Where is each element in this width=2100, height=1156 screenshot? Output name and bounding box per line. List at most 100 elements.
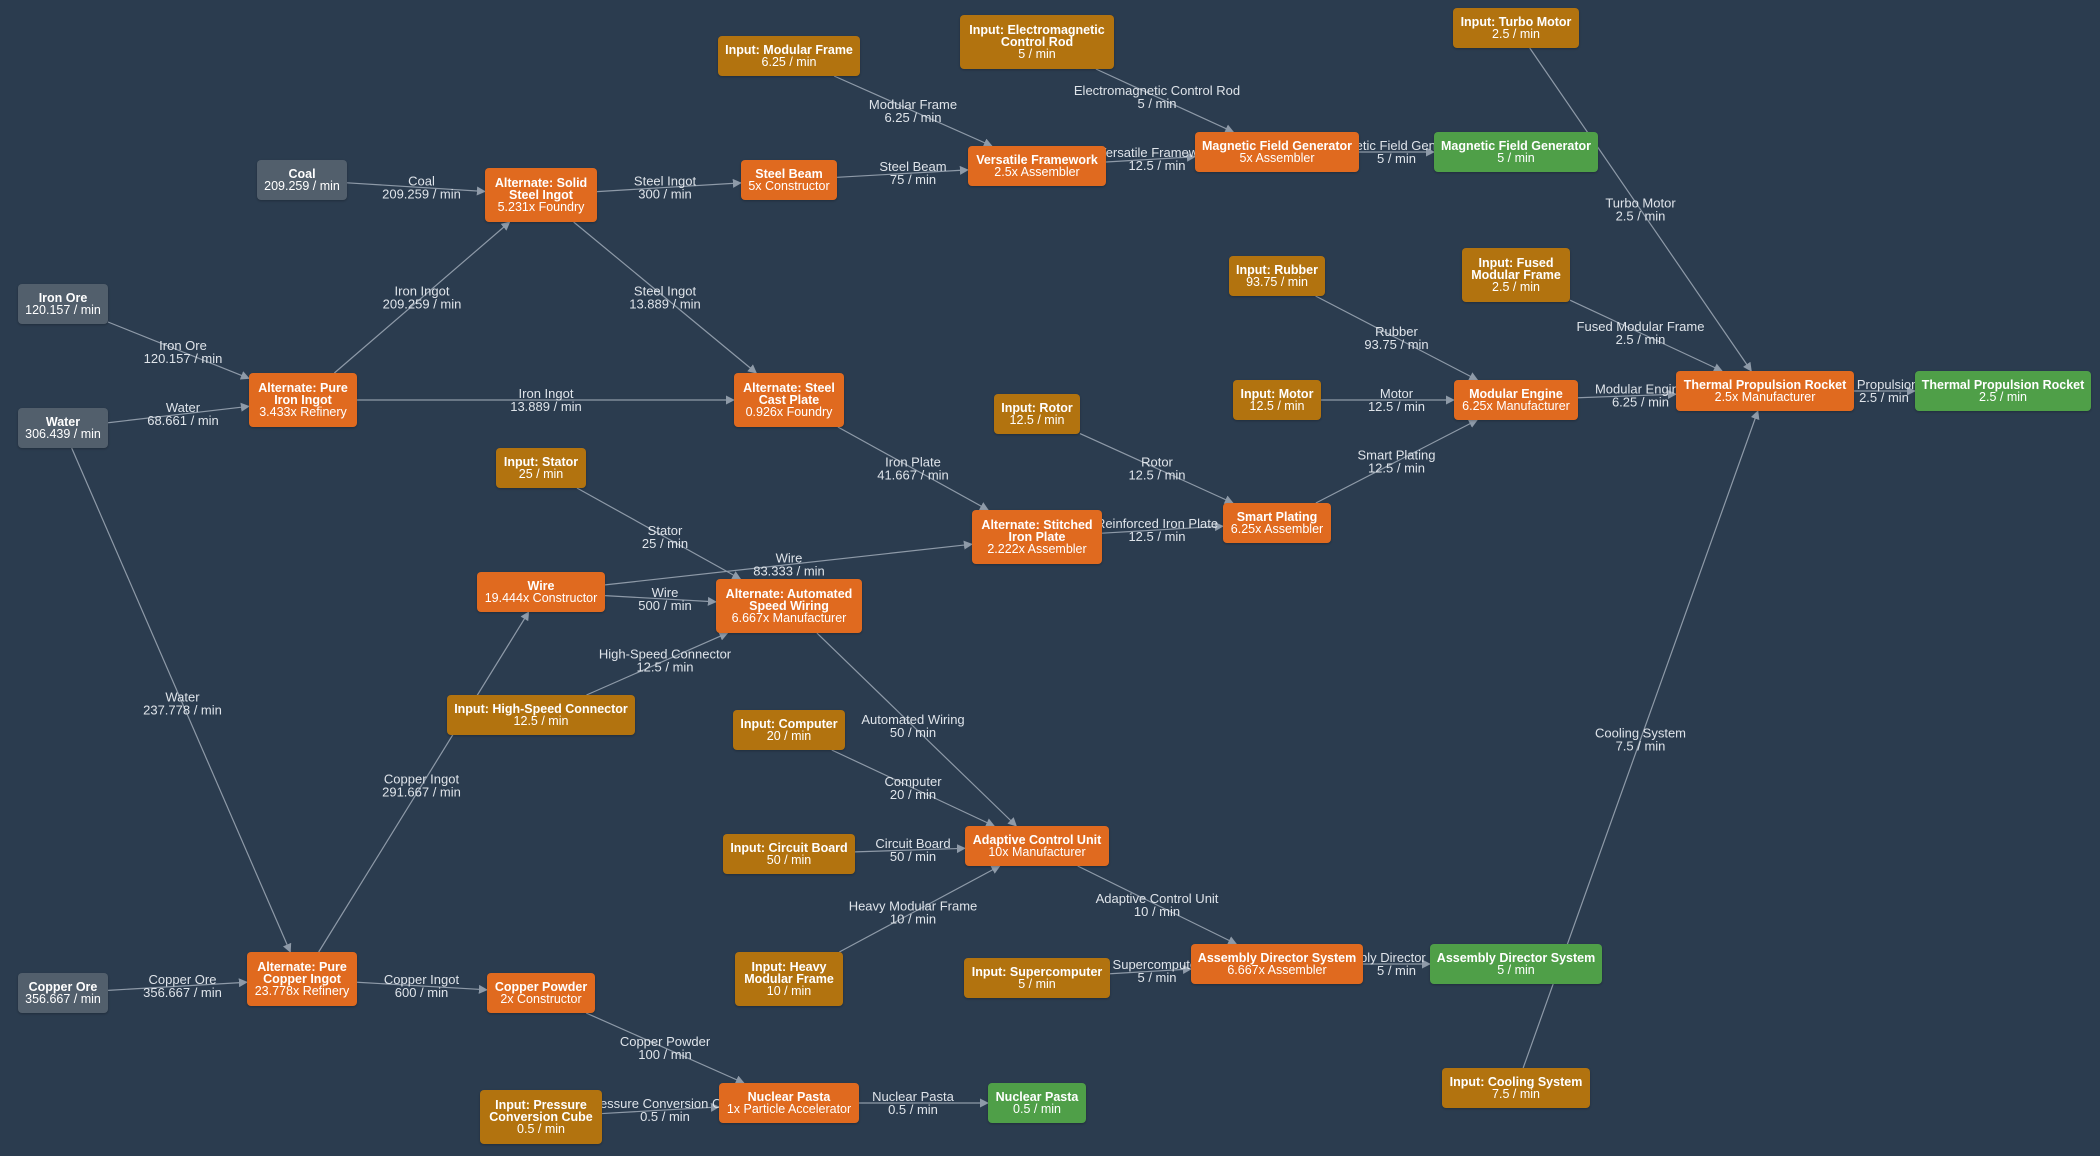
edge-rate: 356.667 / min — [143, 985, 222, 1000]
edge-label: Smart Plating — [1357, 448, 1435, 463]
edge-arrow — [604, 595, 717, 606]
edge-rate: 300 / min — [638, 187, 691, 202]
edge-label: Computer — [884, 774, 942, 789]
node-title: Input: Pressure Conversion Cube — [489, 1098, 593, 1124]
edge-label: Heavy Modular Frame — [849, 899, 978, 914]
edge-label: Circuit Board — [875, 836, 950, 851]
edge-rate: 20 / min — [890, 787, 936, 802]
edge-label: Iron Plate — [885, 455, 941, 470]
node-subtitle: 5.231x Foundry — [497, 200, 585, 214]
node-subtitle: 20 / min — [766, 729, 812, 743]
edge-label: Reinforced Iron Plate — [1096, 516, 1218, 531]
edge-arrow — [1079, 432, 1234, 504]
node-subtitle: 12.5 / min — [1009, 413, 1065, 427]
node-subtitle: 25 / min — [518, 467, 564, 481]
edge-label: Magnetic Field Generator — [1323, 138, 1470, 153]
edge-label: Electromagnetic Control Rod — [1074, 83, 1240, 98]
edge-arrow — [596, 178, 742, 193]
edge-rate: 500 / min — [638, 598, 691, 613]
edge-rate: 93.75 / min — [1364, 337, 1428, 352]
node-title: Versatile Framework — [976, 153, 1098, 167]
node-subtitle: 2.5 / min — [1979, 390, 2027, 404]
edge-rate: 13.889 / min — [510, 399, 582, 414]
node-subtitle: 5x Constructor — [748, 179, 830, 193]
node-subtitle: 23.778x Refinery — [254, 984, 350, 998]
edge-arrow — [71, 447, 292, 953]
edge-arrow — [837, 426, 989, 511]
node-subtitle: 6.667x Manufacturer — [731, 611, 847, 625]
edge-arrow — [831, 749, 996, 827]
node-subtitle: 2.222x Assembler — [987, 542, 1087, 556]
edge-rate: 68.661 / min — [147, 413, 219, 428]
node-title: Steel Beam — [755, 167, 823, 181]
node-title: Assembly Director System — [1197, 951, 1357, 965]
edge-rate: 12.5 / min — [1128, 468, 1185, 483]
node-subtitle: 6.25 / min — [761, 55, 817, 69]
node-title: Input: Heavy Modular Frame — [744, 960, 834, 986]
edge-label: Copper Ingot — [384, 772, 460, 787]
node-subtitle: 2.5x Assembler — [994, 165, 1080, 179]
edge-label: Turbo Motor — [1605, 196, 1676, 211]
edge-label: Automated Wiring — [861, 712, 964, 727]
edge-arrow — [1569, 299, 1723, 372]
edge-arrow — [836, 165, 969, 178]
node-title: Input: Circuit Board — [730, 841, 848, 855]
edge-arrow — [601, 1102, 720, 1115]
node-subtitle: 2x Constructor — [500, 992, 582, 1006]
edge-rate: 50 / min — [890, 725, 936, 740]
edge-rate: 0.5 / min — [640, 1109, 690, 1124]
edge-label: High-Speed Connector — [599, 647, 732, 662]
edge-arrow — [1077, 865, 1238, 945]
node-subtitle: 10 / min — [766, 984, 812, 998]
edge-rate: 12.5 / min — [1368, 461, 1425, 476]
edge-arrow — [573, 221, 758, 374]
edge-rate: 237.778 / min — [143, 703, 222, 718]
node-title: Input: Supercomputer — [971, 965, 1103, 979]
edge-rate: 5 / min — [1137, 96, 1176, 111]
edge-label: Rubber — [1375, 324, 1418, 339]
node-subtitle: 2.5 / min — [1492, 27, 1540, 41]
edge-rate: 5 / min — [1377, 151, 1416, 166]
node-subtitle: 7.5 / min — [1492, 1087, 1540, 1101]
